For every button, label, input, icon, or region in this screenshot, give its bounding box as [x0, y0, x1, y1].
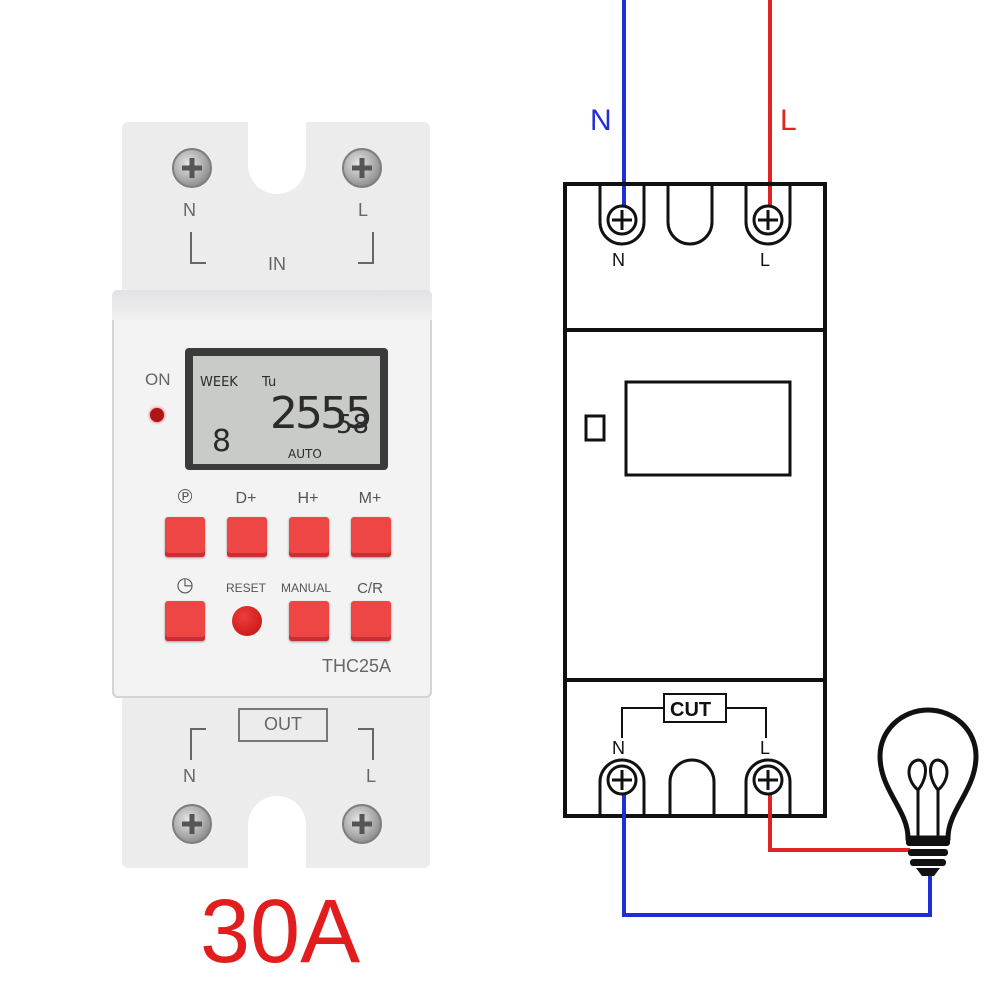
cr-label: C/R — [357, 580, 383, 597]
device-output-l-label: L — [366, 766, 377, 786]
terminal-slot — [744, 184, 792, 246]
terminal-slot — [666, 184, 714, 246]
device-terminal-l-label: L — [358, 200, 369, 220]
terminal-screw-icon — [752, 204, 784, 236]
lcd-time: 2555 — [270, 388, 373, 439]
wire-l-label: L — [780, 104, 797, 137]
input-label: IN — [268, 254, 286, 274]
output-label-box — [238, 708, 328, 742]
light-bulb-icon — [877, 707, 979, 876]
day-plus-label: D+ — [235, 490, 257, 507]
cover-hinge — [112, 290, 432, 320]
screw-icon — [342, 804, 382, 844]
lcd-week-label: WEEK — [200, 375, 238, 390]
lcd-display — [193, 356, 380, 464]
lcd-mode: AUTO — [288, 447, 322, 461]
terminal-slot — [598, 184, 646, 246]
model-label: THC25A — [322, 656, 392, 676]
mounting-notch-bottom — [248, 796, 306, 868]
diagram-top-n-label: N — [612, 250, 625, 270]
current-rating: 30A — [200, 882, 361, 982]
cut-line-right — [726, 707, 767, 738]
hour-plus-button[interactable] — [289, 517, 329, 557]
terminal-bracket — [190, 728, 206, 760]
reset-button[interactable] — [232, 606, 262, 636]
terminal-bracket — [358, 728, 374, 760]
terminal-bracket — [358, 232, 374, 264]
on-indicator-led — [150, 408, 164, 422]
minute-plus-label: M+ — [358, 490, 382, 507]
device-terminal-n-label: N — [183, 200, 196, 220]
lcd-program-number: 8 — [212, 424, 232, 459]
terminal-slot — [668, 758, 716, 816]
minute-plus-button[interactable] — [351, 517, 391, 557]
hour-plus-label: H+ — [297, 490, 319, 507]
program-button[interactable] — [165, 517, 205, 557]
terminal-slot — [598, 758, 646, 816]
cut-box — [663, 693, 727, 723]
terminal-screw-icon — [752, 764, 784, 796]
clock-icon: ◷ — [176, 574, 194, 596]
screw-icon — [172, 148, 212, 188]
reset-label: RESET — [225, 581, 266, 595]
lcd-day: Tu — [262, 375, 277, 390]
day-plus-button[interactable] — [227, 517, 267, 557]
diagram-top-l-label: L — [760, 250, 770, 270]
diagram-bottom-l-label: L — [760, 738, 770, 758]
lcd-seconds: 58 — [336, 410, 370, 440]
diagram-bottom-n-label: N — [612, 738, 625, 758]
screw-icon — [172, 804, 212, 844]
wire-n-label: N — [590, 104, 612, 137]
cr-button[interactable] — [351, 601, 391, 641]
device-outline — [563, 182, 827, 818]
terminal-screw-icon — [606, 764, 638, 796]
live-output-wire — [768, 780, 910, 852]
on-label: ON — [145, 370, 171, 389]
manual-button[interactable] — [289, 601, 329, 641]
clock-button[interactable] — [165, 601, 205, 641]
manual-label: MANUAL — [280, 581, 331, 595]
indicator-square — [584, 414, 606, 442]
mounting-notch-top — [248, 122, 306, 194]
cut-label: CUT — [670, 699, 711, 721]
terminal-screw-icon — [606, 204, 638, 236]
display-window — [624, 380, 792, 477]
output-label: OUT — [264, 714, 302, 734]
neutral-output-wire — [622, 780, 932, 917]
screw-icon — [342, 148, 382, 188]
cut-line-left — [621, 707, 664, 738]
terminal-slot — [744, 758, 792, 816]
terminal-bracket — [190, 232, 206, 264]
program-icon: ℗ — [177, 486, 193, 508]
device-output-n-label: N — [183, 766, 196, 786]
